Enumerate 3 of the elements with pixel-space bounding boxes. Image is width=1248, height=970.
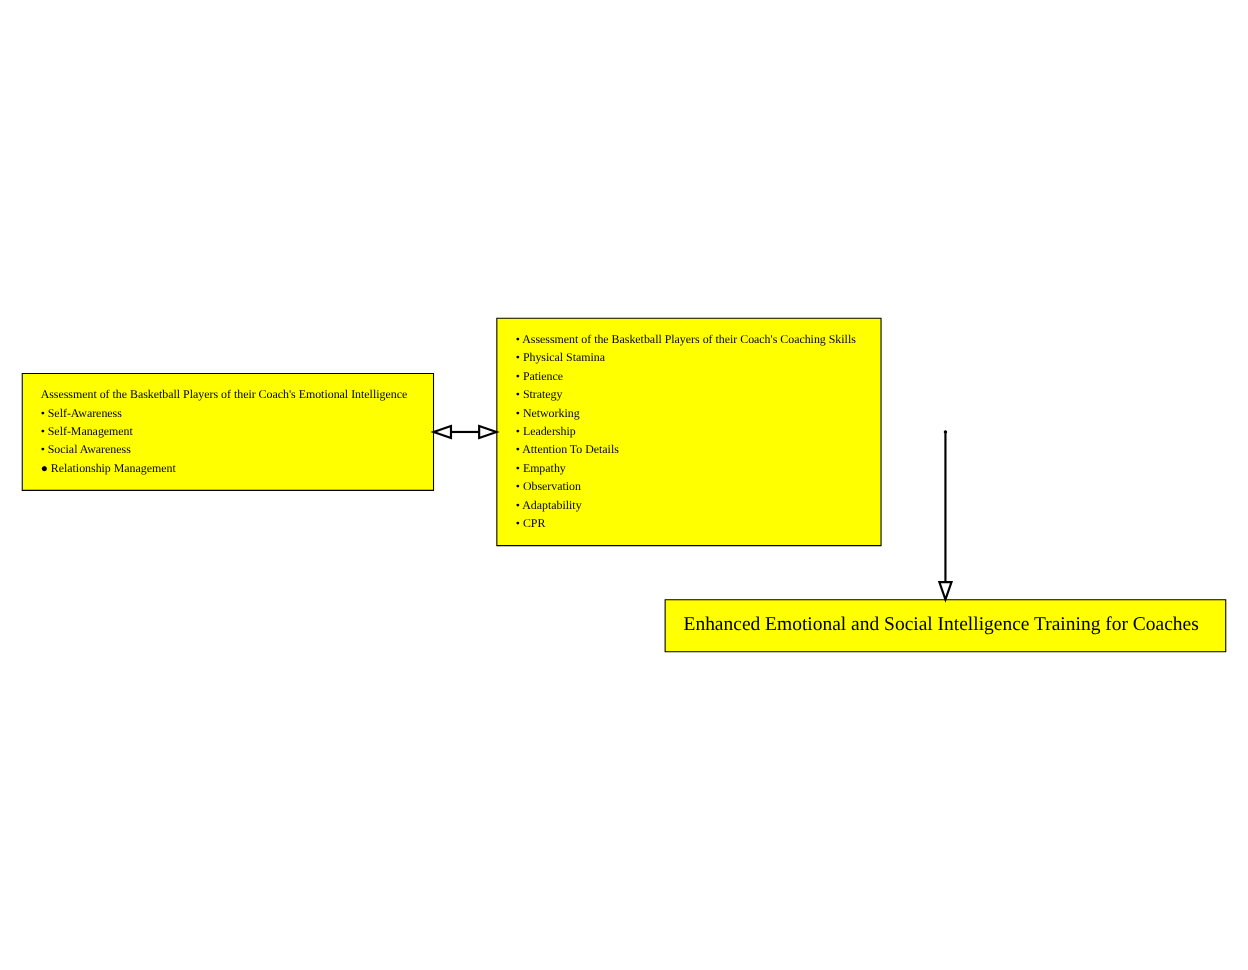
arrow <box>430 424 500 440</box>
node-box: Enhanced Emotional and Social Intelligence Training for Coaches <box>664 599 1227 653</box>
arrow <box>937 433 954 603</box>
